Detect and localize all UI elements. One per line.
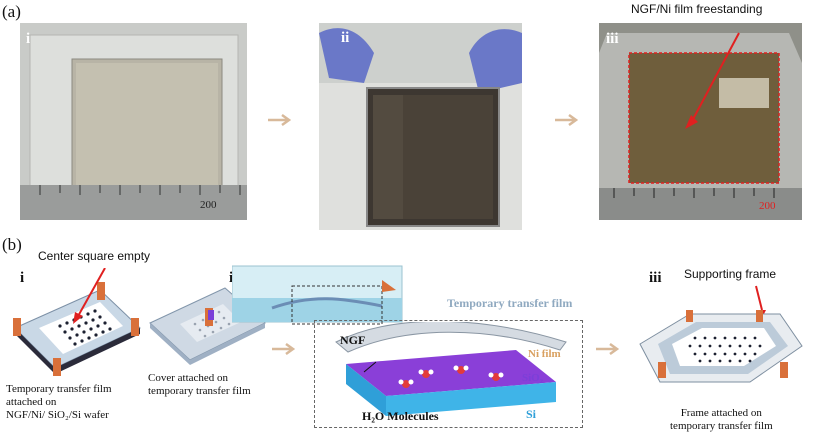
- label-h2o: H₂O Molecules: [362, 409, 439, 423]
- caption-b-cover: Cover attached on temporary transfer fil…: [148, 372, 251, 398]
- arrow-right-icon: [272, 343, 296, 355]
- panel-a-label: (a): [2, 2, 21, 21]
- step-b-i: i: [20, 270, 25, 286]
- callout-center-empty: Center square empty: [38, 249, 151, 263]
- caption-b-i-line2: attached on: [6, 396, 57, 408]
- caption-b-iii: Frame attached on temporary transfer fil…: [670, 407, 773, 433]
- diagram-b-i: [13, 268, 141, 376]
- caption-b-cover-line2: temporary transfer film: [148, 385, 251, 397]
- caption-b-i: Temporary transfer film attached on NGF/…: [6, 383, 112, 422]
- label-ni-film: Ni film: [528, 348, 561, 360]
- caption-b-cover-line1: Cover attached on: [148, 372, 229, 384]
- step-a-i: i: [26, 31, 31, 47]
- label-ngf: NGF: [340, 333, 366, 347]
- arrow-right-icon: [555, 114, 579, 126]
- arrow-right-icon: [596, 343, 620, 355]
- photo-a-i: i 200: [20, 23, 247, 220]
- diagram-b-iii: [639, 285, 803, 383]
- label-si: Si: [526, 407, 537, 421]
- callout-freestanding: NGF/Ni film freestanding: [631, 2, 763, 16]
- diagram-b-ii-layers: [335, 322, 567, 416]
- diagram-b-ii-tank: [232, 265, 403, 325]
- ruler-number-a-i: 200: [200, 199, 217, 211]
- arrow-right-icon: [268, 114, 292, 126]
- step-b-iii: iii: [649, 270, 662, 286]
- label-temp-film: Temporary transfer film: [447, 296, 573, 310]
- photo-a-iii: iii 200: [599, 23, 802, 220]
- caption-b-i-line3: NGF/Ni/ SiO₂/Si wafer: [6, 409, 109, 421]
- caption-b-iii-line1: Frame attached on: [680, 407, 762, 419]
- panel-b-label: (b): [2, 235, 22, 254]
- step-a-iii: iii: [606, 31, 619, 47]
- label-sio2: SiO₂: [522, 372, 544, 384]
- step-a-ii: ii: [341, 30, 350, 46]
- photo-a-ii: ii: [319, 23, 522, 230]
- ruler-number-a-iii: 200: [759, 200, 776, 212]
- label-supporting-frame: Supporting frame: [684, 267, 777, 281]
- caption-b-iii-line2: temporary transfer film: [670, 420, 773, 432]
- diagram-b-ii-box: [314, 320, 583, 428]
- caption-b-i-line1: Temporary transfer film: [6, 383, 112, 395]
